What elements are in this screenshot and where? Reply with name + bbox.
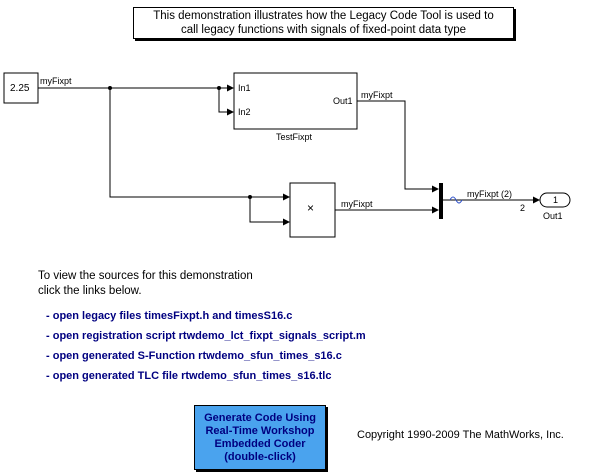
generate-code-line-4: (double-click) <box>224 450 296 463</box>
link-open-tlc-file[interactable]: - open generated TLC file rtwdemo_sfun_t… <box>46 370 332 382</box>
signal-viewer-icon <box>449 196 463 204</box>
testfixpt-block-name: TestFixpt <box>276 132 313 142</box>
branch-point <box>248 195 252 199</box>
outport-block[interactable] <box>539 192 571 208</box>
generate-code-line-2: Real-Time Workshop <box>205 424 315 437</box>
testfixpt-in1-label: In1 <box>238 83 251 93</box>
info-line-1: To view the sources for this demonstrati… <box>38 270 253 282</box>
testfixpt-block[interactable] <box>233 72 358 130</box>
constant-value: 2.25 <box>10 83 30 94</box>
branch-point <box>217 86 221 90</box>
testfixpt-out1-label: Out1 <box>333 96 353 106</box>
info-line-2: click the links below. <box>38 285 142 297</box>
mux-block[interactable] <box>439 183 443 219</box>
signal-lines <box>38 84 540 226</box>
product-block[interactable] <box>289 182 336 238</box>
generate-code-line-3: Embedded Coder <box>214 437 306 450</box>
signal-label-mux-out: myFixpt (2) <box>467 189 512 199</box>
description-line-1: This demonstration illustrates how the L… <box>153 10 494 22</box>
signal-label-product-out: myFixpt <box>341 199 373 209</box>
description-line-2: call legacy functions with signals of fi… <box>180 24 467 36</box>
description-annotation: This demonstration illustrates how the L… <box>133 7 514 39</box>
constant-block[interactable] <box>3 72 39 104</box>
outport-number: 1 <box>553 195 559 205</box>
product-symbol: × <box>307 201 315 215</box>
signal-label-test-out: myFixpt <box>361 90 393 100</box>
generate-code-button[interactable]: Generate Code Using Real-Time Workshop E… <box>194 405 326 470</box>
generate-code-line-1: Generate Code Using <box>204 411 316 424</box>
testfixpt-in2-label: In2 <box>238 107 251 117</box>
link-open-s-function[interactable]: - open generated S-Function rtwdemo_sfun… <box>46 350 342 362</box>
signal-label-const: myFixpt <box>40 76 72 86</box>
link-open-registration-script[interactable]: - open registration script rtwdemo_lct_f… <box>46 330 366 342</box>
outport-name: Out1 <box>543 211 563 221</box>
branch-point <box>108 86 112 90</box>
signal-width-label: 2 <box>520 203 526 213</box>
copyright-text: Copyright 1990-2009 The MathWorks, Inc. <box>357 429 564 441</box>
link-open-legacy-files[interactable]: - open legacy files timesFixpt.h and tim… <box>46 310 293 322</box>
